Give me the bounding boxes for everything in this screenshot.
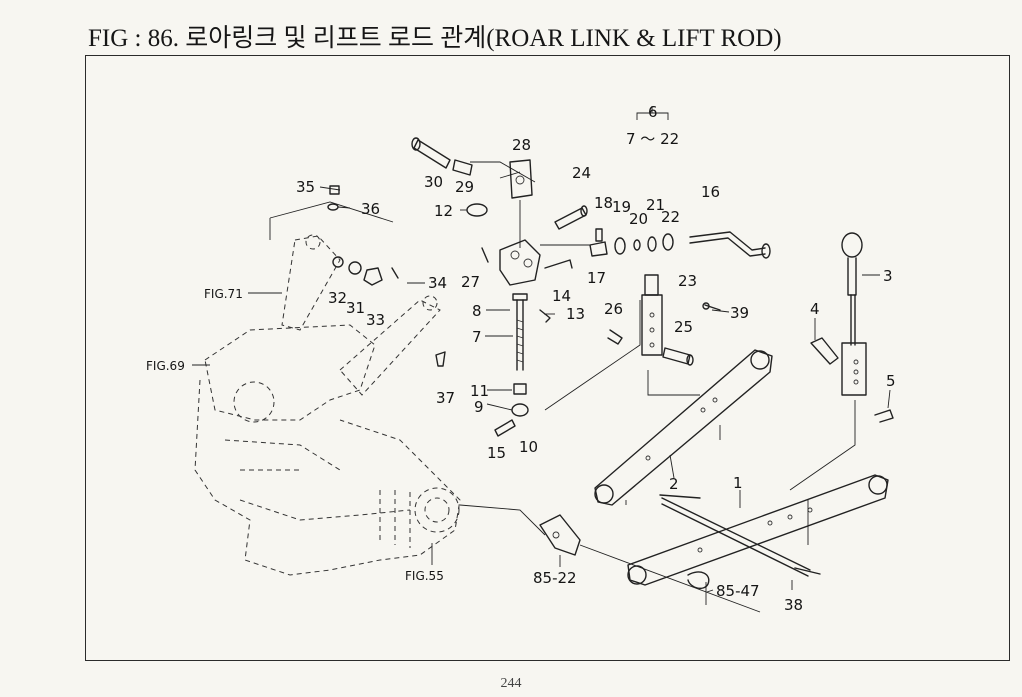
label-36: 36 xyxy=(361,200,380,218)
figure-title: FIG : 86. 로아링크 및 리프트 로드 관계(ROAR LINK & L… xyxy=(88,25,782,52)
label-12: 12 xyxy=(434,202,453,220)
bracket-85-22 xyxy=(539,514,581,556)
label-fig69: FIG.69 xyxy=(146,359,185,373)
lower-link-1 xyxy=(627,474,889,586)
label-14: 14 xyxy=(552,287,571,305)
label-9: 9 xyxy=(474,398,484,416)
label-fig71: FIG.71 xyxy=(204,287,243,301)
label-32: 32 xyxy=(328,289,347,307)
label-28: 28 xyxy=(512,136,531,154)
label-85-22: 85-22 xyxy=(533,569,577,587)
label-34: 34 xyxy=(428,274,447,292)
label-7: 7 xyxy=(472,328,482,346)
clip-5 xyxy=(874,409,894,423)
label-24: 24 xyxy=(572,164,591,182)
label-35: 35 xyxy=(296,178,315,196)
pin-4 xyxy=(810,337,839,365)
pin-27 xyxy=(481,247,489,263)
label-85-47: 85-47 xyxy=(716,582,760,600)
label-37: 37 xyxy=(436,389,455,407)
turnbuckle-23 xyxy=(641,274,663,356)
label-8: 8 xyxy=(472,302,482,320)
label-17: 17 xyxy=(587,269,606,287)
label-10: 10 xyxy=(519,438,538,456)
lift-rod-3 xyxy=(841,232,867,396)
shaft-16 xyxy=(689,231,771,259)
label-5: 5 xyxy=(886,372,896,390)
label-20: 20 xyxy=(629,210,648,228)
label-16: 16 xyxy=(701,183,720,201)
stabilizer-38 xyxy=(659,494,821,577)
pin-15 xyxy=(494,419,516,437)
leader-lines xyxy=(192,106,891,593)
label-23: 23 xyxy=(678,272,697,290)
parts-17-22 xyxy=(589,228,674,257)
label-33: 33 xyxy=(366,311,385,329)
clip-13 xyxy=(539,309,551,323)
connection-lines xyxy=(269,161,856,613)
lift-arms xyxy=(281,234,441,396)
label-6-range: 7 ～ 22 xyxy=(626,130,679,148)
label-1: 1 xyxy=(733,474,743,492)
label-30: 30 xyxy=(424,173,443,191)
bracket-28 xyxy=(509,159,533,199)
label-29: 29 xyxy=(455,178,474,196)
label-4: 4 xyxy=(810,300,820,318)
label-15: 15 xyxy=(487,444,506,462)
label-25: 25 xyxy=(674,318,693,336)
label-27: 27 xyxy=(461,273,480,291)
parts-31-36 xyxy=(327,185,446,367)
label-2: 2 xyxy=(669,475,679,493)
label-26: 26 xyxy=(604,300,623,318)
bolt-7 xyxy=(512,293,528,371)
diagram-frame xyxy=(85,55,1010,661)
label-22: 22 xyxy=(661,208,680,226)
cap-12 xyxy=(466,203,488,217)
tractor-housing xyxy=(194,324,461,576)
page-number: 244 xyxy=(500,676,522,691)
label-fig55: FIG.55 xyxy=(405,569,444,583)
label-38: 38 xyxy=(784,596,803,614)
label-19: 19 xyxy=(612,198,631,216)
label-11: 11 xyxy=(470,382,489,400)
clip-85-47 xyxy=(687,571,710,590)
part-labels: 6 7 ～ 22 28 24 16 18 19 21 20 22 30 29 3… xyxy=(146,103,896,614)
pin-14 xyxy=(544,259,573,269)
label-18: 18 xyxy=(594,194,613,212)
nut-11-9-10 xyxy=(511,383,529,417)
pin-30-29 xyxy=(411,137,473,176)
yoke-8 xyxy=(499,239,541,286)
label-3: 3 xyxy=(883,267,893,285)
clip-26 xyxy=(607,329,623,345)
label-13: 13 xyxy=(566,305,585,323)
lower-link-2 xyxy=(594,349,773,506)
pin-24 xyxy=(554,205,588,230)
label-6: 6 xyxy=(648,103,658,121)
label-31: 31 xyxy=(346,299,365,317)
bolt-39 xyxy=(702,302,721,311)
label-39: 39 xyxy=(730,304,749,322)
label-21: 21 xyxy=(646,196,665,214)
pin-25 xyxy=(662,347,694,366)
